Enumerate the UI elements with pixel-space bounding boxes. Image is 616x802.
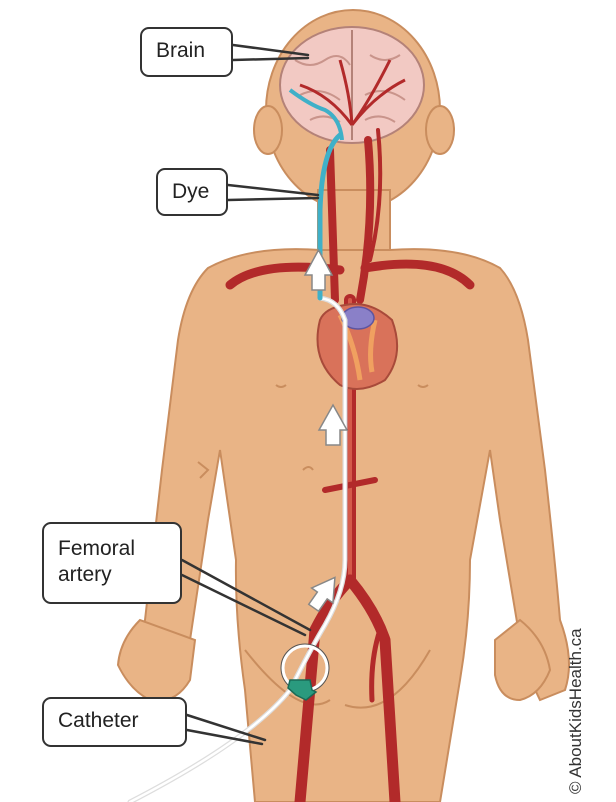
brain-label-text: Brain (156, 39, 231, 63)
left-ear (254, 106, 282, 154)
femoral-label-line2: artery (58, 562, 180, 588)
copyright-credit: © AboutKidsHealth.ca (566, 628, 586, 794)
catheter-label: Catheter (42, 697, 187, 747)
catheter-label-text: Catheter (58, 709, 185, 733)
left-carotid (330, 150, 335, 300)
brain-label: Brain (140, 27, 233, 77)
dye-label: Dye (156, 168, 228, 216)
brain (280, 27, 424, 143)
dye-label-text: Dye (172, 180, 226, 204)
femoral-artery-label: Femoral artery (42, 522, 182, 604)
femoral-label-line1: Femoral (58, 536, 180, 562)
right-ear (426, 106, 454, 154)
